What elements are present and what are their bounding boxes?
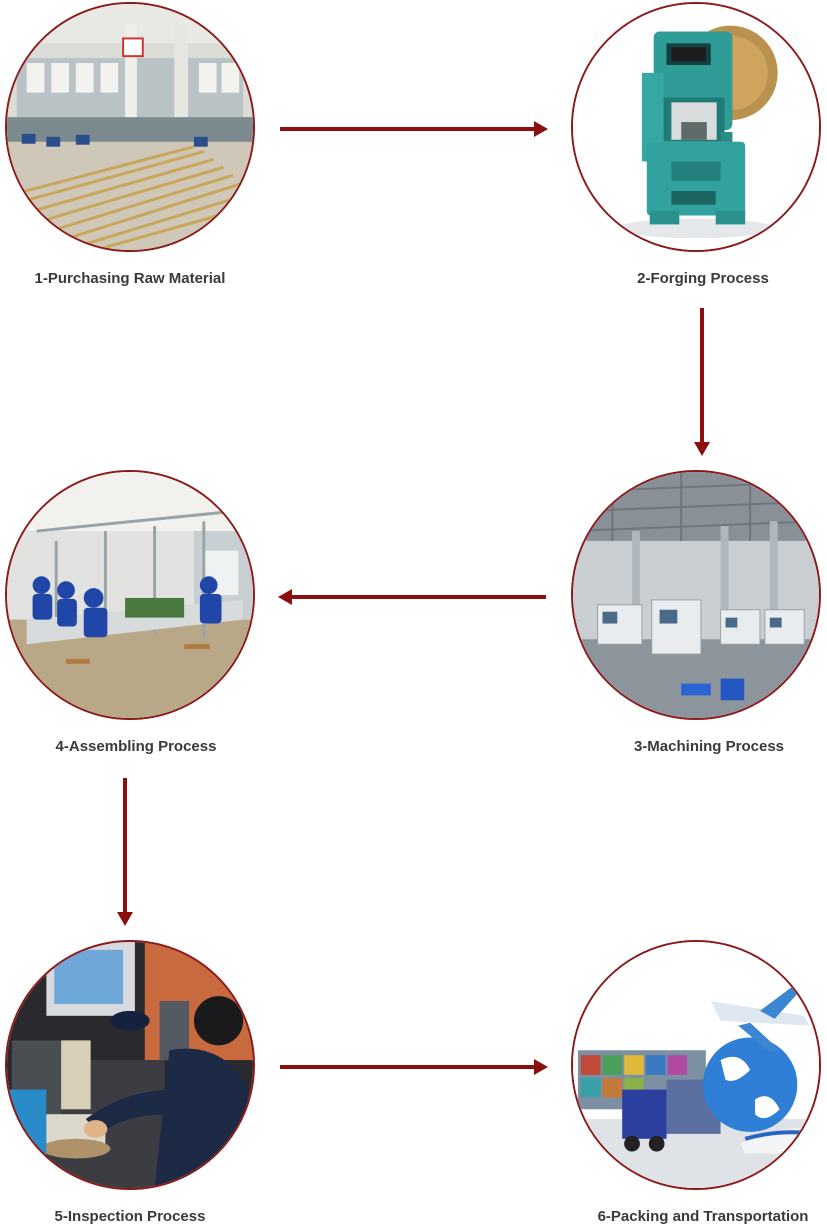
step-label-2: 2-Forging Process [553, 270, 827, 287]
raw-material-warehouse-photo [5, 2, 255, 252]
inspection-station-photo [5, 940, 255, 1190]
arrow-5-to-6 [278, 1057, 550, 1077]
arrow-3-to-4 [276, 587, 548, 607]
cnc-machining-hall-photo [571, 470, 821, 720]
step-label-4: 4-Assembling Process [0, 738, 286, 755]
step-label-5: 5-Inspection Process [0, 1208, 280, 1225]
step-label-6: 6-Packing and Transportation [553, 1208, 827, 1225]
logistics-transport-photo [571, 940, 821, 1190]
assembly-line-photo [5, 470, 255, 720]
step-label-3: 3-Machining Process [559, 738, 827, 755]
arrow-4-to-5 [115, 776, 135, 928]
arrow-1-to-2 [278, 119, 550, 139]
arrow-2-to-3 [692, 306, 712, 458]
forging-press-photo [571, 2, 821, 252]
step-label-1: 1-Purchasing Raw Material [0, 270, 280, 287]
